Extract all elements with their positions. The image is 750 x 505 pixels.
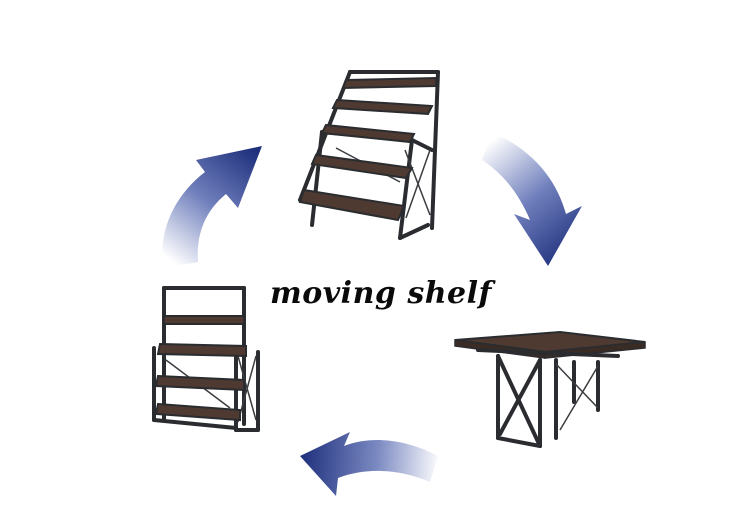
cycle-arrow-bottom-icon	[300, 432, 438, 496]
cycle-arrow-upper-left-icon	[162, 146, 262, 268]
caption-title: moving shelf	[270, 276, 492, 311]
upright-shelf-image	[152, 286, 260, 432]
cycle-arrow-upper-right-icon	[482, 132, 582, 266]
stepped-shelf-image	[298, 70, 440, 240]
table-image	[454, 330, 646, 448]
